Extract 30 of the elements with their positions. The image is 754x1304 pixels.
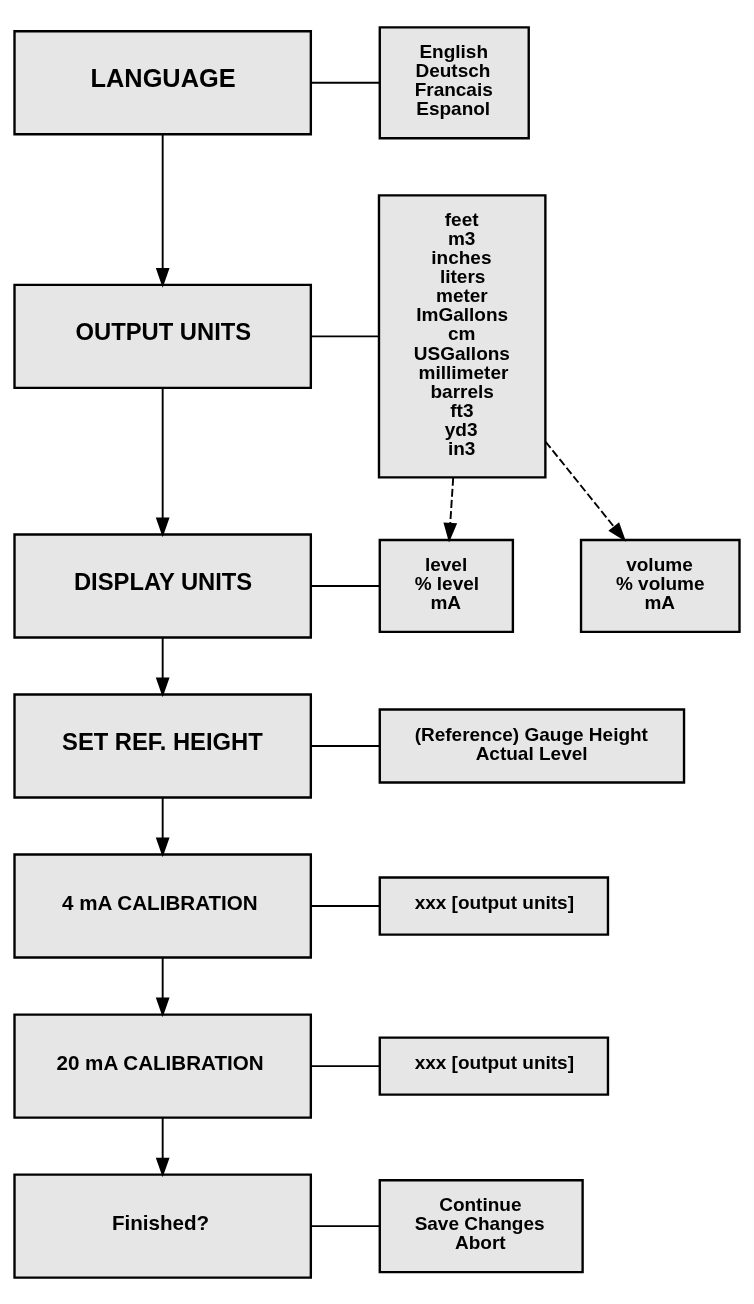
node-box: xxx [output units] [378,875,610,936]
arrow [155,1116,170,1177]
node-box: OUTPUT UNITS [13,283,313,389]
connector [310,1064,381,1067]
connector [310,334,380,337]
arrow [544,440,627,542]
node-box: English Deutsch Francais Espanol [378,25,530,139]
arrow [155,133,170,288]
node-box: LANGUAGE [13,29,313,135]
node-box: level % level mA [378,538,515,633]
arrow [155,386,170,537]
node-box: SET REF. HEIGHT [13,692,313,799]
node-box: Continue Save Changes Abort [378,1178,584,1273]
connector [310,584,381,587]
connector [310,904,381,907]
node-box: DISPLAY UNITS [13,532,313,639]
arrow [155,636,170,697]
arrow [443,476,458,542]
connector [310,744,381,747]
node-box: (Reference) Gauge Height Actual Level [378,707,686,784]
arrow [155,956,170,1017]
node-box: 20 mA CALIBRATION [13,1012,313,1119]
connector [310,81,381,84]
node-box: volume % volume mA [579,538,741,633]
node-box: xxx [output units] [378,1035,610,1096]
node-box: feet m3 inches liters meter ImGallons cm USGallons millimeter barrels ft3 yd3 in3 [377,193,547,479]
node-box: 4 mA CALIBRATION [13,852,313,959]
node-box: Finished? [13,1172,313,1279]
arrow [155,796,170,857]
connector [310,1224,381,1227]
